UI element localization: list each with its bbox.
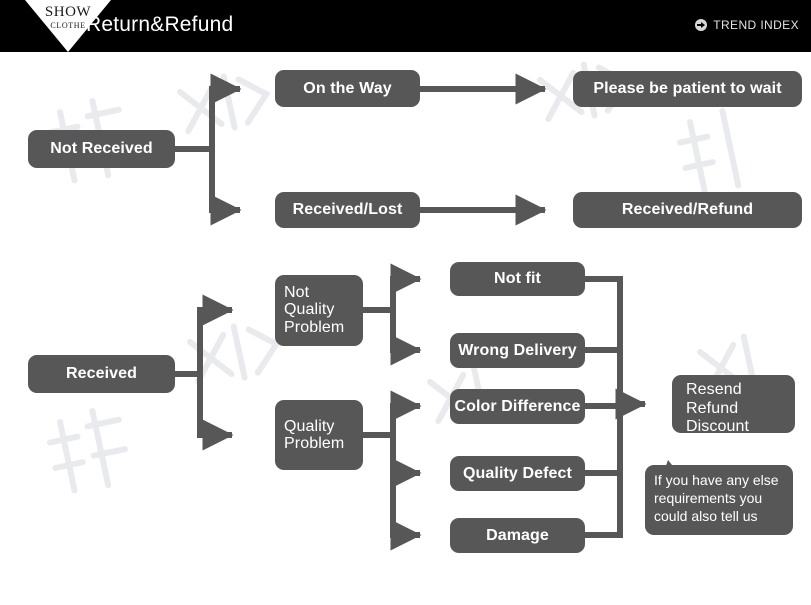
node-line-2: Problem: [284, 435, 345, 453]
trend-index-label: TREND INDEX: [713, 18, 799, 32]
callout-line-1: If you have any else: [654, 472, 779, 488]
node-received-lost[interactable]: Received/Lost: [275, 192, 420, 228]
node-quality-problem[interactable]: Quality Problem: [275, 400, 363, 470]
edge-notreceived-ontheway: [175, 73, 242, 152]
page-header: SHOW CLOTHE Return&Refund TREND INDEX: [0, 0, 811, 52]
edge-received-quality: [175, 371, 234, 451]
edge-notreceived-receivedlost: [175, 146, 242, 226]
edge-notquality-notfit: [363, 263, 422, 313]
circle-arrow-icon: [695, 19, 708, 31]
node-color-difference[interactable]: Color Difference: [450, 389, 585, 424]
node-line-2: Refund: [686, 399, 739, 417]
node-line-1: Resend: [686, 381, 742, 398]
node-received[interactable]: Received: [28, 355, 175, 393]
node-wrong-delivery[interactable]: Wrong Delivery: [450, 333, 585, 368]
node-not-fit[interactable]: Not fit: [450, 262, 585, 296]
edge-notfit-bus: [585, 276, 623, 404]
edge-quality-damage: [363, 432, 422, 551]
node-quality-defect[interactable]: Quality Defect: [450, 456, 585, 491]
trend-index-badge: TREND INDEX: [695, 18, 799, 32]
page-title: Return&Refund: [86, 13, 234, 36]
node-line-2: Quality: [284, 301, 335, 319]
edge-notquality-wrongdelivery: [363, 307, 422, 366]
node-resolution[interactable]: Resend Refund Discount: [672, 375, 795, 435]
node-on-the-way[interactable]: On the Way: [275, 70, 420, 107]
node-line-3: Problem: [284, 318, 345, 336]
callout-line-2: requirements you: [654, 489, 763, 506]
callout-note[interactable]: If you have any else requirements you co…: [645, 465, 793, 535]
node-damage[interactable]: Damage: [450, 518, 585, 553]
node-line-1: Quality: [284, 418, 335, 435]
node-not-quality-problem[interactable]: Not Quality Problem: [275, 275, 363, 346]
triangle-icon: [25, 0, 111, 52]
flowchart-canvas: Not Received On the Way Please be patien…: [0, 52, 811, 605]
node-please-be-patient[interactable]: Please be patient to wait: [573, 71, 802, 107]
logo-secondary-text: CLOTHE: [50, 21, 86, 30]
node-line-1: Not: [284, 284, 310, 301]
logo-primary-text: SHOW: [44, 4, 92, 20]
node-received-refund[interactable]: Received/Refund: [573, 192, 802, 228]
node-not-received[interactable]: Not Received: [28, 130, 175, 168]
edge-received-notquality: [175, 294, 234, 377]
callout-line-3: could also tell us: [654, 507, 758, 524]
edge-damage-bus: [585, 404, 623, 538]
edge-quality-colordifference: [363, 390, 422, 438]
brand-logo: SHOW CLOTHE: [25, 0, 111, 52]
node-line-3: Discount: [686, 418, 750, 436]
